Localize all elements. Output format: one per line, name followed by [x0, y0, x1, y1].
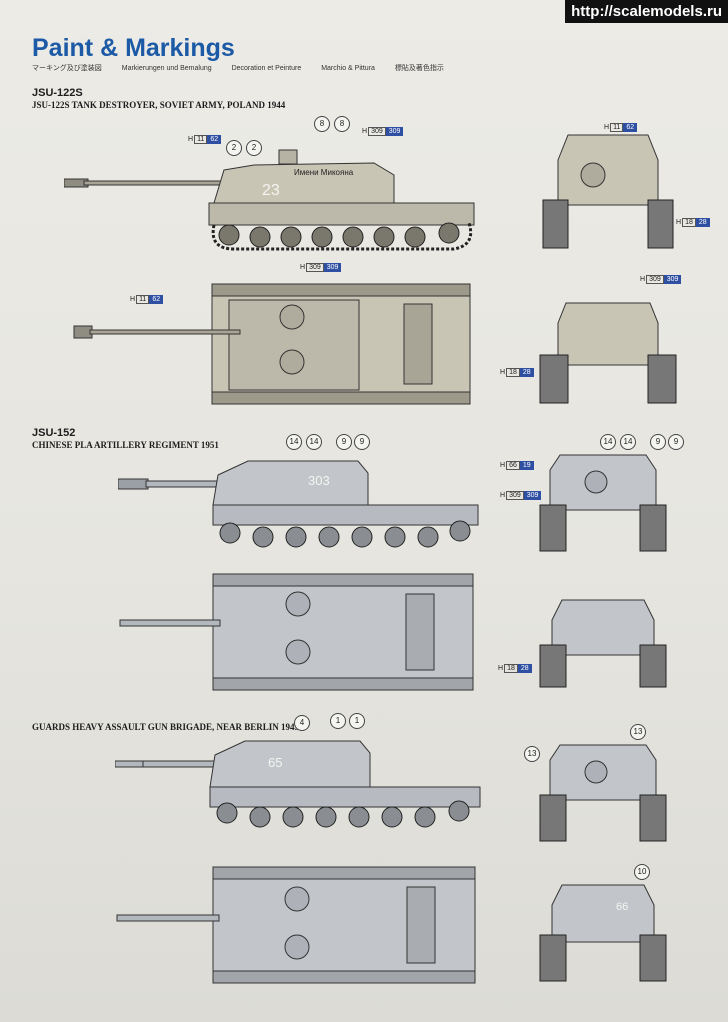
callout-2b: 2 [246, 140, 262, 156]
callout-2a: 2 [226, 140, 242, 156]
section-1-subtitle: JSU-122S TANK DESTROYER, SOVIET ARMY, PO… [32, 100, 286, 110]
guards-front-view [539, 744, 667, 842]
watermark: http://scalemodels.ru [565, 0, 728, 23]
callout-9c: 9 [650, 434, 666, 450]
callout-4: 4 [294, 715, 310, 731]
subtitle-it: Marchio & Pittura [321, 65, 375, 72]
page-title: Paint & Markings [32, 34, 235, 62]
jsu122s-top-view [73, 283, 471, 405]
jsu152-top-view [119, 573, 474, 691]
jsu122s-rear-view [539, 302, 677, 404]
callout-9d: 9 [668, 434, 684, 450]
tank-number-65: 65 [268, 755, 282, 770]
subtitle-jp: マーキング及び塗装図 [32, 65, 102, 72]
callout-14d: 14 [620, 434, 636, 450]
callout-8b: 8 [334, 116, 350, 132]
callout-1a: 1 [330, 713, 346, 729]
section-2-title: JSU-152 [32, 427, 76, 439]
callout-13a: 13 [524, 746, 540, 762]
callout-14b: 14 [306, 434, 322, 450]
callout-9a: 9 [336, 434, 352, 450]
section-3-subtitle: GUARDS HEAVY ASSAULT GUN BRIGADE, NEAR B… [32, 722, 300, 732]
tank-number-303: 303 [308, 473, 330, 488]
jsu152-side-view: 303 [118, 460, 479, 548]
guards-rear-view: 66 [539, 884, 667, 982]
tank-number-23: 23 [262, 182, 280, 199]
subtitle-de: Markierungen und Bemalung [121, 65, 212, 72]
jsu122s-front-view [542, 134, 674, 249]
callout-14a: 14 [286, 434, 302, 450]
guards-side-view: 65 [115, 740, 481, 828]
section-2-subtitle: CHINESE PLA ARTILLERY REGIMENT 1951 [32, 440, 219, 450]
language-subtitles: マーキング及び塗装図 Markierungen und Bemalung Dec… [32, 63, 462, 73]
jsu152-rear-view [539, 599, 667, 688]
callout-8a: 8 [314, 116, 330, 132]
callout-14c: 14 [600, 434, 616, 450]
callout-10: 10 [634, 864, 650, 880]
subtitle-cn: 標貼及著色指示 [394, 65, 444, 72]
section-1-title: JSU-122S [32, 87, 83, 99]
jsu152-front-view [539, 454, 667, 552]
callout-1b: 1 [349, 713, 365, 729]
subtitle-fr: Decoration et Peinture [231, 65, 302, 72]
callout-9b: 9 [354, 434, 370, 450]
callout-13b: 13 [630, 724, 646, 740]
hull-slogan: Имени Микояна [294, 168, 354, 177]
guards-top-view [116, 866, 476, 984]
tank-number-66: 66 [616, 901, 628, 913]
jsu122s-side-view: 23 Имени Микояна [64, 149, 475, 251]
